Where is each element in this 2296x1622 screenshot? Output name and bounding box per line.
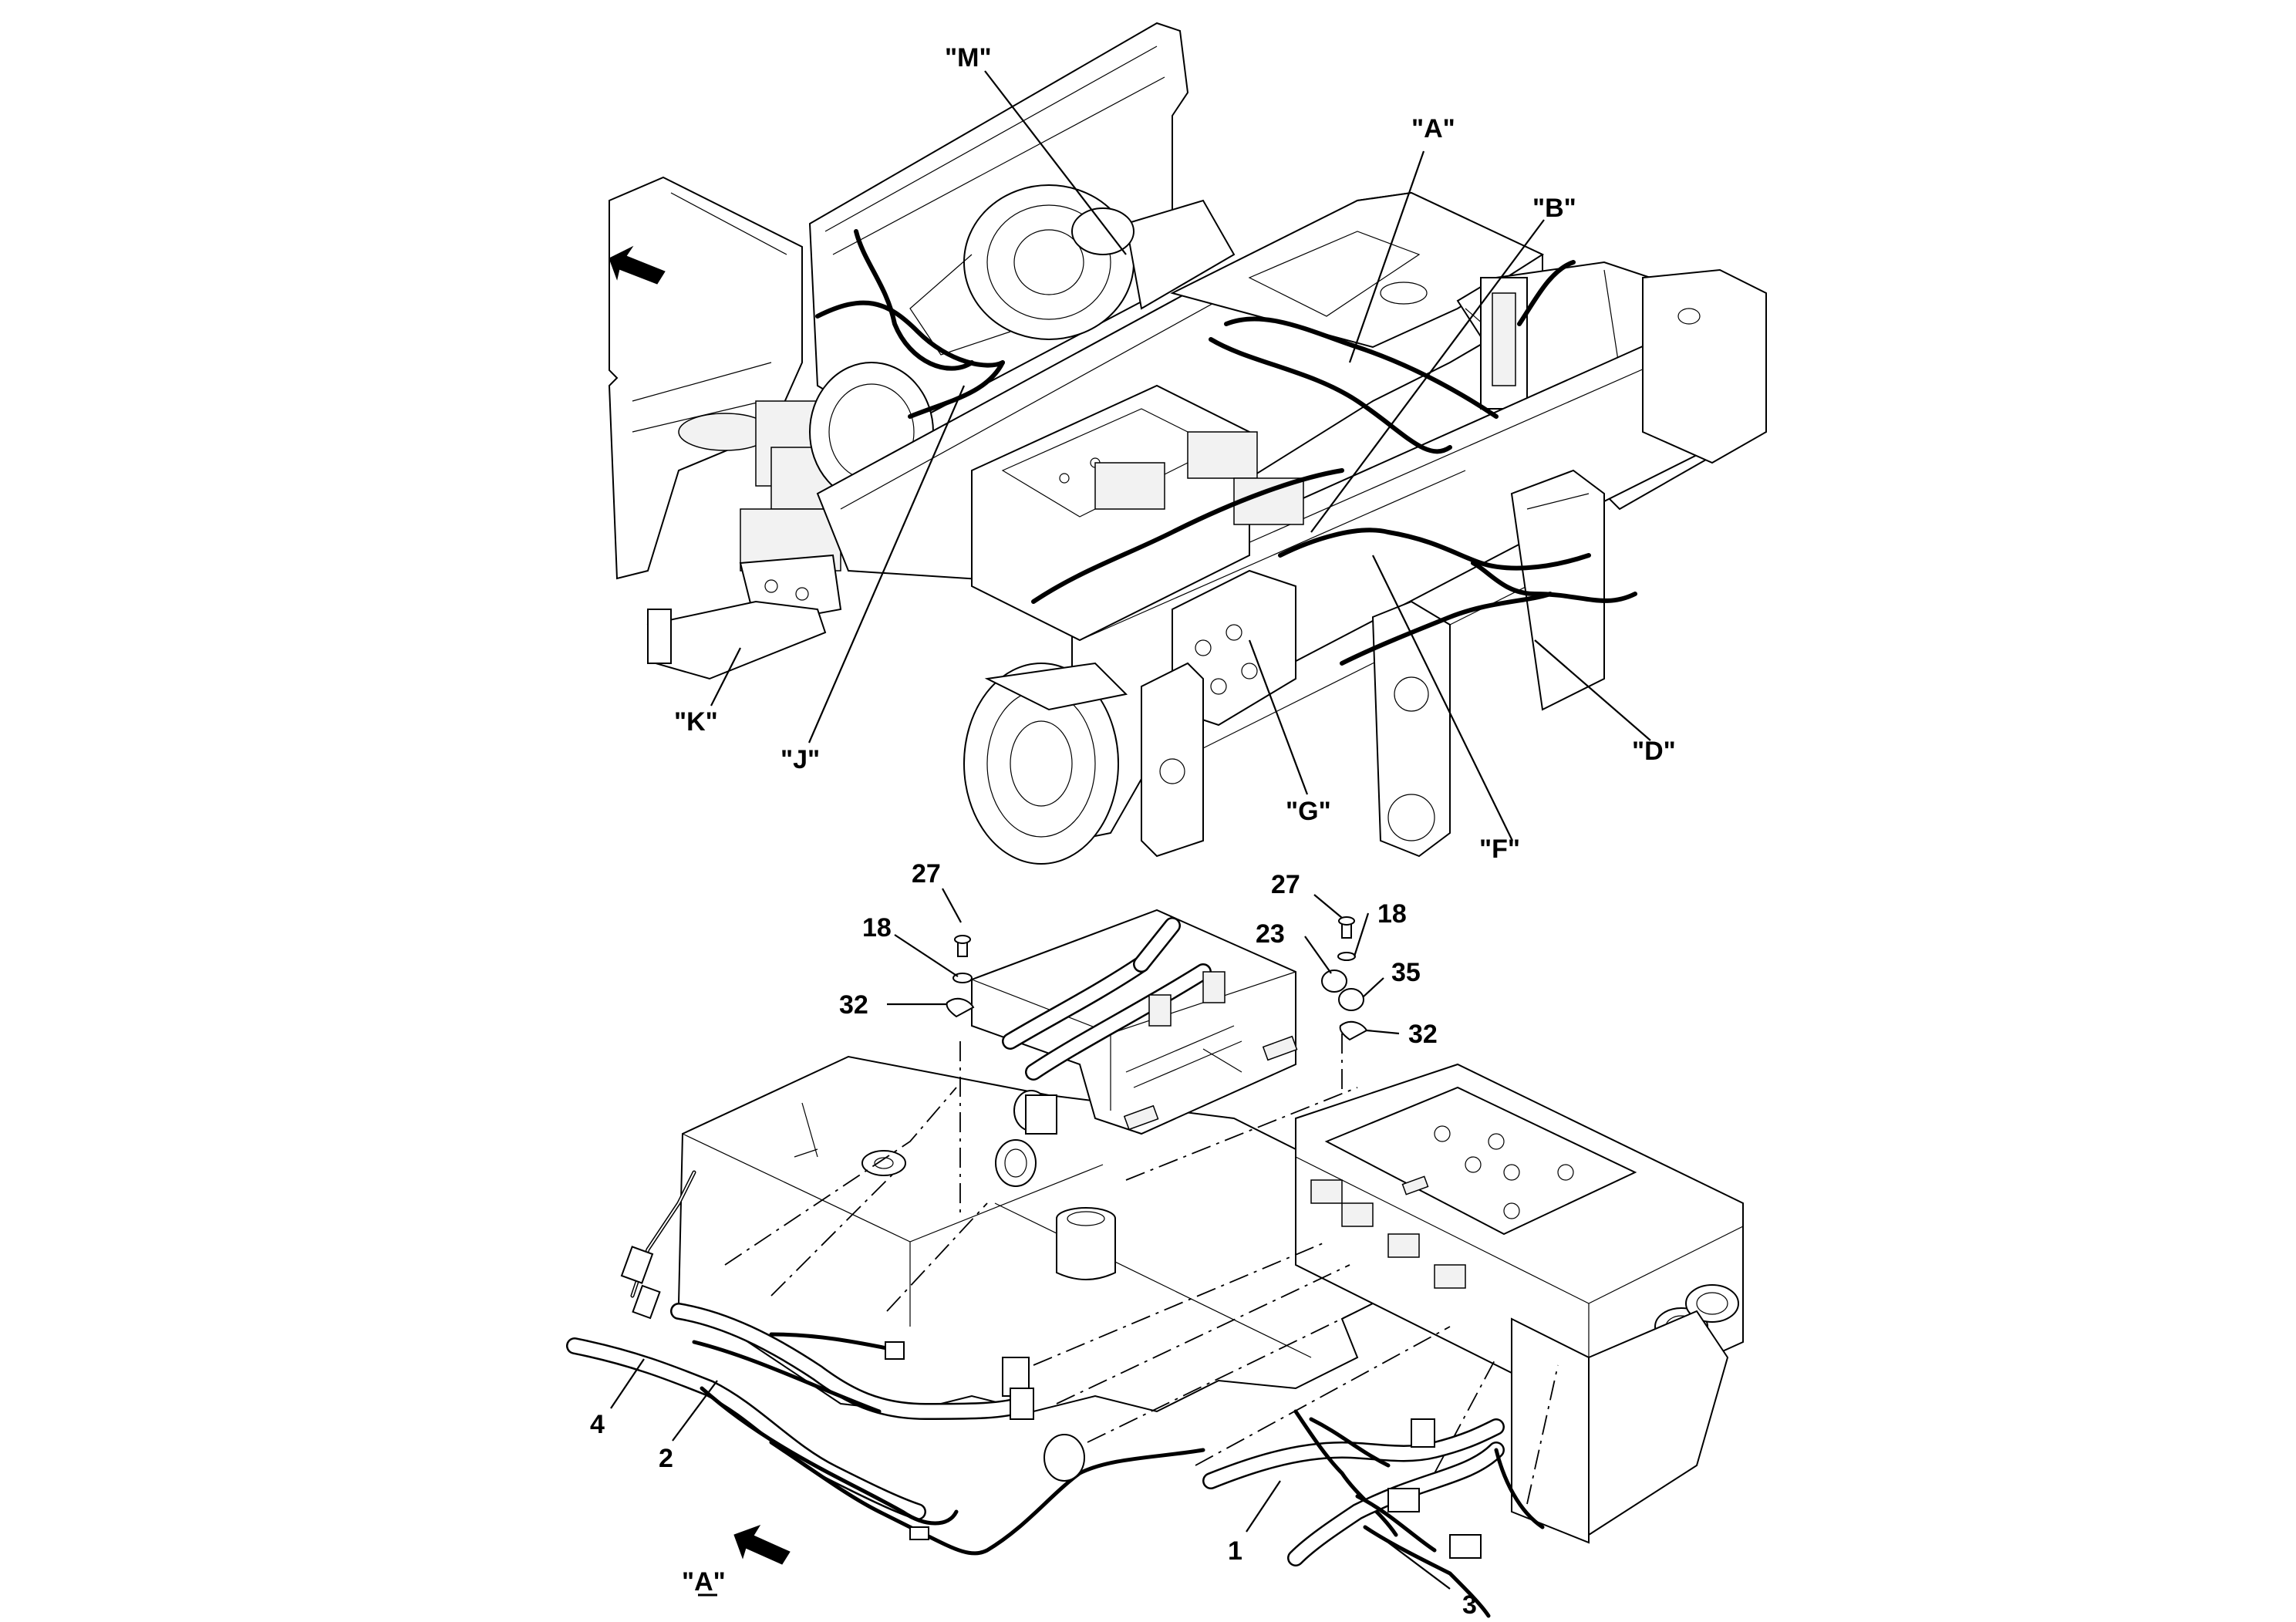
- callout-m: "M": [945, 43, 992, 73]
- part-32-right: 32: [1408, 1020, 1438, 1049]
- item-3: 3: [1462, 1590, 1477, 1620]
- item-4: 4: [590, 1410, 605, 1439]
- detail-part-numbers: 27 18 32 27 18 23 35 32 4 2 1 3: [590, 859, 1477, 1620]
- part-18-left: 18: [862, 913, 892, 943]
- engine-block: [909, 184, 1236, 356]
- harness-item-4: [566, 1170, 926, 1520]
- direction-arrow-icon: [609, 245, 666, 285]
- harness-item-3: [1287, 1442, 1545, 1618]
- axle-mount: [963, 662, 1128, 865]
- callout-b: "B": [1532, 194, 1576, 223]
- part-18-right: 18: [1377, 899, 1407, 929]
- callout-d: "D": [1632, 737, 1676, 766]
- callout-f: "F": [1479, 835, 1520, 864]
- view-label-a: "A": [682, 1567, 726, 1597]
- part-35: 35: [1391, 958, 1421, 987]
- clip-stack-left: [946, 935, 975, 1018]
- upper-callouts: "M" "A" "B" "K" "J" "G" "F" "D": [674, 43, 1676, 864]
- callout-a: "A": [1411, 114, 1455, 143]
- item-2: 2: [659, 1444, 673, 1473]
- callout-j: "J": [781, 745, 820, 774]
- part-23: 23: [1256, 919, 1285, 949]
- harness-item-2: [670, 1303, 1034, 1420]
- item-1: 1: [1228, 1536, 1242, 1566]
- direction-arrow-icon: [733, 1525, 791, 1565]
- callout-g: "G": [1286, 797, 1331, 826]
- callout-k: "K": [674, 707, 718, 737]
- harness-item-misc: [700, 1386, 1205, 1556]
- harness-item-1: [1202, 1409, 1505, 1537]
- detail-view-a: 27 18 32 27 18 23 35 32 4 2 1 3 "A": [566, 859, 1744, 1620]
- view-label-text: "A": [682, 1567, 726, 1597]
- part-27-left: 27: [912, 859, 941, 889]
- control-box: [1295, 1063, 1744, 1544]
- part-27-right: 27: [1271, 870, 1300, 899]
- machine-frame-assembly: [608, 22, 1767, 865]
- clip-stack-right: [1321, 916, 1368, 1041]
- part-32-left: 32: [839, 990, 868, 1020]
